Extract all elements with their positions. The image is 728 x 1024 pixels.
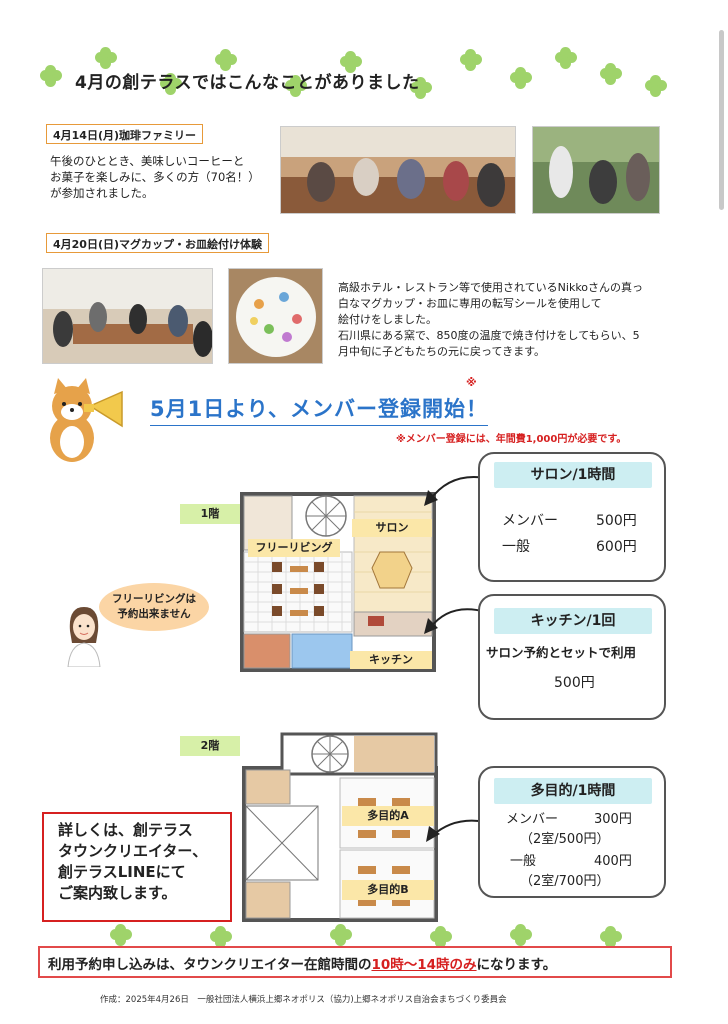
multi-member-two-rooms: （2室/500円） (520, 832, 610, 847)
clover-icon (95, 47, 117, 69)
room-salon: サロン (352, 519, 432, 537)
clover-icon (555, 47, 577, 69)
floor-label: 1階 (180, 504, 240, 524)
clover-icon (460, 49, 482, 71)
salon-price-title: サロン/1時間 (494, 462, 652, 488)
room-multipurpose-b: 多目的B (342, 880, 434, 900)
arrow-connectors (420, 460, 490, 660)
event-tag: 4月20日(日)マグカップ・お皿絵付け体験 (46, 233, 270, 253)
contact-line: 創テラスLINEにて (58, 863, 186, 881)
multi-general-label: 一般 (510, 854, 537, 869)
event-tag: 4月14日(月)珈琲ファミリー (46, 124, 204, 144)
notice-text: 利用予約申し込みは、タウンクリエイター在館時間の (48, 957, 372, 973)
staff-woman-illustration (62, 603, 106, 668)
salon-member-price: 500円 (596, 513, 637, 529)
text-line: 月中旬に子どもたちの元に戻ってきます。 (338, 345, 546, 358)
notice-hours-highlight: 10時〜14時のみ (371, 957, 477, 973)
text-line: 石川県にある窯で、850度の温度で焼き付けをしてもらい、5 (338, 329, 640, 342)
multi-member-price: 300円 (594, 812, 632, 827)
notice-text: になります。 (476, 957, 557, 973)
clover-icon (210, 926, 232, 948)
scrollbar[interactable] (719, 30, 724, 210)
clover-icon (600, 63, 622, 85)
floor-label: 2階 (180, 736, 240, 756)
salon-member-label: メンバー (502, 513, 558, 529)
kitchen-price: 500円 (554, 675, 595, 691)
bubble-line: 予約出来ません (117, 608, 191, 620)
multipurpose-price-title: 多目的/1時間 (494, 778, 652, 804)
clover-icon (40, 65, 62, 87)
floor1-plan (228, 492, 438, 680)
bubble-line: フリーリビングは (112, 593, 196, 605)
coffee-event-photo (280, 126, 516, 214)
kitchen-condition: サロン予約とセットで利用 (486, 645, 637, 660)
text-line: 絵付けをしました。 (338, 313, 437, 326)
multi-general-price: 400円 (594, 854, 632, 869)
contact-line: タウンクリエイター、 (58, 842, 208, 860)
multipurpose-price-card: 多目的/1時間 メンバー 300円 （2室/500円） 一般 400円 （2室/… (478, 766, 666, 898)
painted-plate-photo (228, 268, 323, 364)
clover-icon (510, 67, 532, 89)
workshop-photo (42, 268, 213, 364)
room-kitchen: キッチン (350, 651, 432, 669)
salon-general-label: 一般 (502, 539, 530, 555)
salon-price-card: サロン/1時間 メンバー 500円 一般 600円 (478, 452, 666, 582)
clover-icon (600, 926, 622, 948)
clover-icon (160, 73, 182, 95)
text-line: が参加されました。 (50, 186, 154, 200)
dog-megaphone-illustration (40, 376, 130, 468)
contact-line: ご案内致します。 (58, 884, 177, 902)
asterisk-mark: ※ (466, 376, 477, 389)
text-line: お菓子を楽しみに、多くの方（70名！） (50, 170, 260, 184)
text-line: 午後のひととき、美味しいコーヒーと (50, 154, 245, 168)
clover-icon (645, 75, 667, 97)
clover-icon (430, 926, 452, 948)
clover-decoration (40, 924, 680, 948)
clover-decoration (40, 47, 680, 105)
room-free-living: フリーリビング (248, 539, 340, 557)
membership-fee-note: ※メンバー登録には、年間費1,000円が必要です。 (396, 434, 627, 445)
clover-icon (410, 77, 432, 99)
text-line: 白なマグカップ・お皿に専用の転写シールを使用して (338, 297, 602, 310)
text-line: 高級ホテル・レストラン等で使用されているNikkoさんの真っ (338, 281, 644, 294)
event2-description: 高級ホテル・レストラン等で使用されているNikkoさんの真っ 白なマグカップ・お… (338, 280, 643, 360)
clover-icon (340, 51, 362, 73)
event1-description: 午後のひととき、美味しいコーヒーと お菓子を楽しみに、多くの方（70名！） が参… (50, 153, 260, 201)
clover-icon (110, 924, 132, 946)
kitchen-price-title: キッチン/1回 (494, 608, 652, 634)
multi-member-label: メンバー (506, 812, 559, 827)
coffee-event-photo (532, 126, 660, 214)
free-living-notice-bubble: フリーリビングは 予約出来ません (99, 583, 209, 631)
clover-icon (285, 75, 307, 97)
clover-icon (330, 924, 352, 946)
credit-line: 作成：2025年4月26日 一般社団法人横浜上郷ネオポリス（協力)上郷ネオポリス… (100, 995, 507, 1005)
clover-icon (510, 924, 532, 946)
salon-general-price: 600円 (596, 539, 637, 555)
room-multipurpose-a: 多目的A (342, 806, 434, 826)
kitchen-price-card: キッチン/1回 サロン予約とセットで利用 500円 (478, 594, 666, 720)
page-title: 4月の創テラスではこんなことがありました (75, 73, 420, 93)
reservation-notice: 利用予約申し込みは、タウンクリエイター在館時間の10時〜14時のみになります。 (38, 946, 672, 978)
multi-general-two-rooms: （2室/700円） (520, 874, 610, 889)
contact-line: 詳しくは、創テラス (58, 821, 193, 839)
contact-info-box: 詳しくは、創テラス タウンクリエイター、 創テラスLINEにて ご案内致します。 (42, 812, 232, 922)
clover-icon (215, 49, 237, 71)
announcement-headline: 5月1日より、メンバー登録開始！ (150, 393, 488, 426)
